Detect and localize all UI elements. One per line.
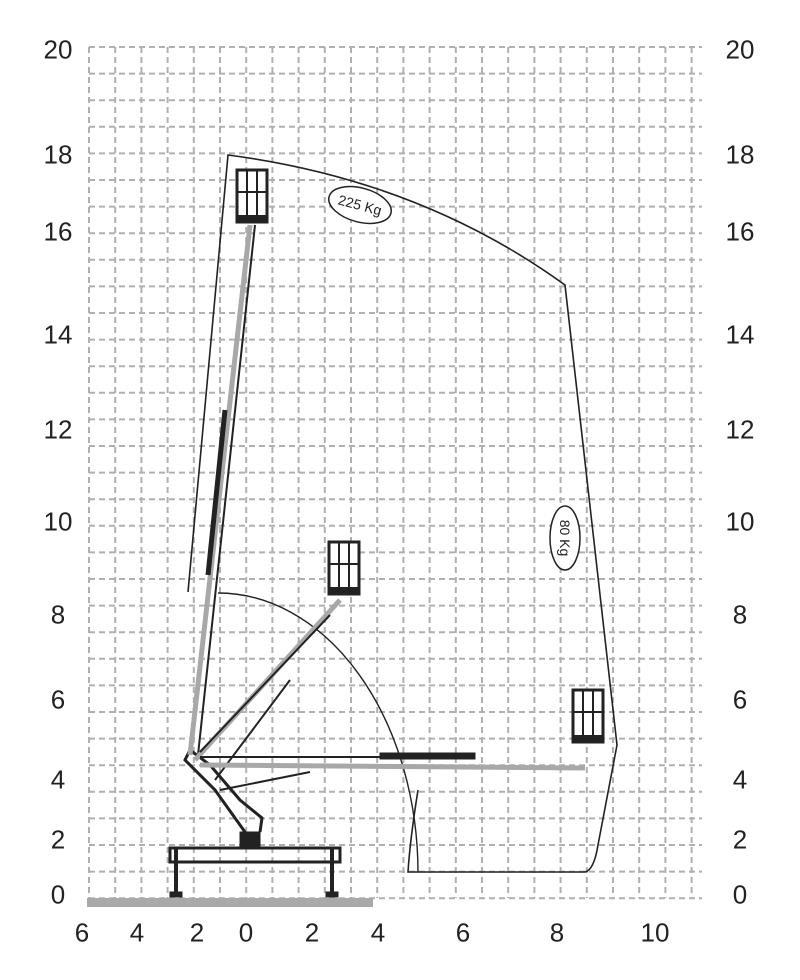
axis-tick-label: 6 — [50, 684, 66, 715]
axis-tick-label: 4 — [732, 764, 748, 795]
axis-tick-label: 8 — [549, 917, 565, 948]
axis-tick-label: 8 — [732, 599, 748, 630]
axis-tick-label: 2 — [50, 824, 66, 855]
axis-tick-label: 14 — [43, 319, 73, 350]
axis-tick-label: 8 — [50, 599, 66, 630]
load-label-80: 80 Kg — [557, 519, 573, 557]
axis-tick-label: 16 — [725, 216, 755, 247]
axis-tick-label: 14 — [725, 319, 755, 350]
grid — [88, 46, 702, 900]
axis-tick-label: 12 — [725, 414, 755, 445]
axis-tick-label: 10 — [43, 506, 73, 537]
axis-tick-label: 20 — [43, 34, 73, 65]
axis-tick-label: 0 — [50, 879, 66, 910]
axis-tick-label: 0 — [732, 879, 748, 910]
axis-tick-label: 12 — [43, 414, 73, 445]
axis-tick-label: 10 — [725, 506, 755, 537]
axis-tick-label: 4 — [129, 917, 145, 948]
axis-tick-label: 0 — [238, 917, 254, 948]
boom-horizontal — [199, 762, 586, 771]
axis-tick-label: 20 — [725, 34, 755, 65]
axis-tick-label: 2 — [732, 824, 748, 855]
axis-tick-label: 18 — [43, 139, 73, 170]
swing-arc — [217, 592, 419, 873]
basket — [571, 688, 605, 744]
axis-tick-label: 2 — [189, 917, 205, 948]
load-bubble-225 — [328, 185, 392, 225]
axis-tick-label: 6 — [455, 917, 471, 948]
axis-tick-label: 18 — [725, 139, 755, 170]
axis-tick-label: 6 — [732, 684, 748, 715]
axis-tick-label: 16 — [43, 216, 73, 247]
boom-vertical — [187, 224, 253, 756]
baskets — [235, 168, 605, 744]
axis-tick-label: 10 — [640, 917, 670, 948]
axis-tick-label: 6 — [74, 917, 90, 948]
axis-tick-label: 2 — [304, 917, 320, 948]
axis-tick-label: 4 — [370, 917, 386, 948]
machine — [168, 224, 586, 898]
working-envelope — [187, 154, 618, 873]
ground-strip — [87, 898, 373, 907]
axis-tick-label: 4 — [50, 764, 66, 795]
basket — [235, 168, 269, 224]
chassis — [168, 846, 342, 864]
turret — [239, 831, 261, 849]
load-bubble-80 — [549, 505, 581, 571]
basket — [327, 540, 361, 596]
